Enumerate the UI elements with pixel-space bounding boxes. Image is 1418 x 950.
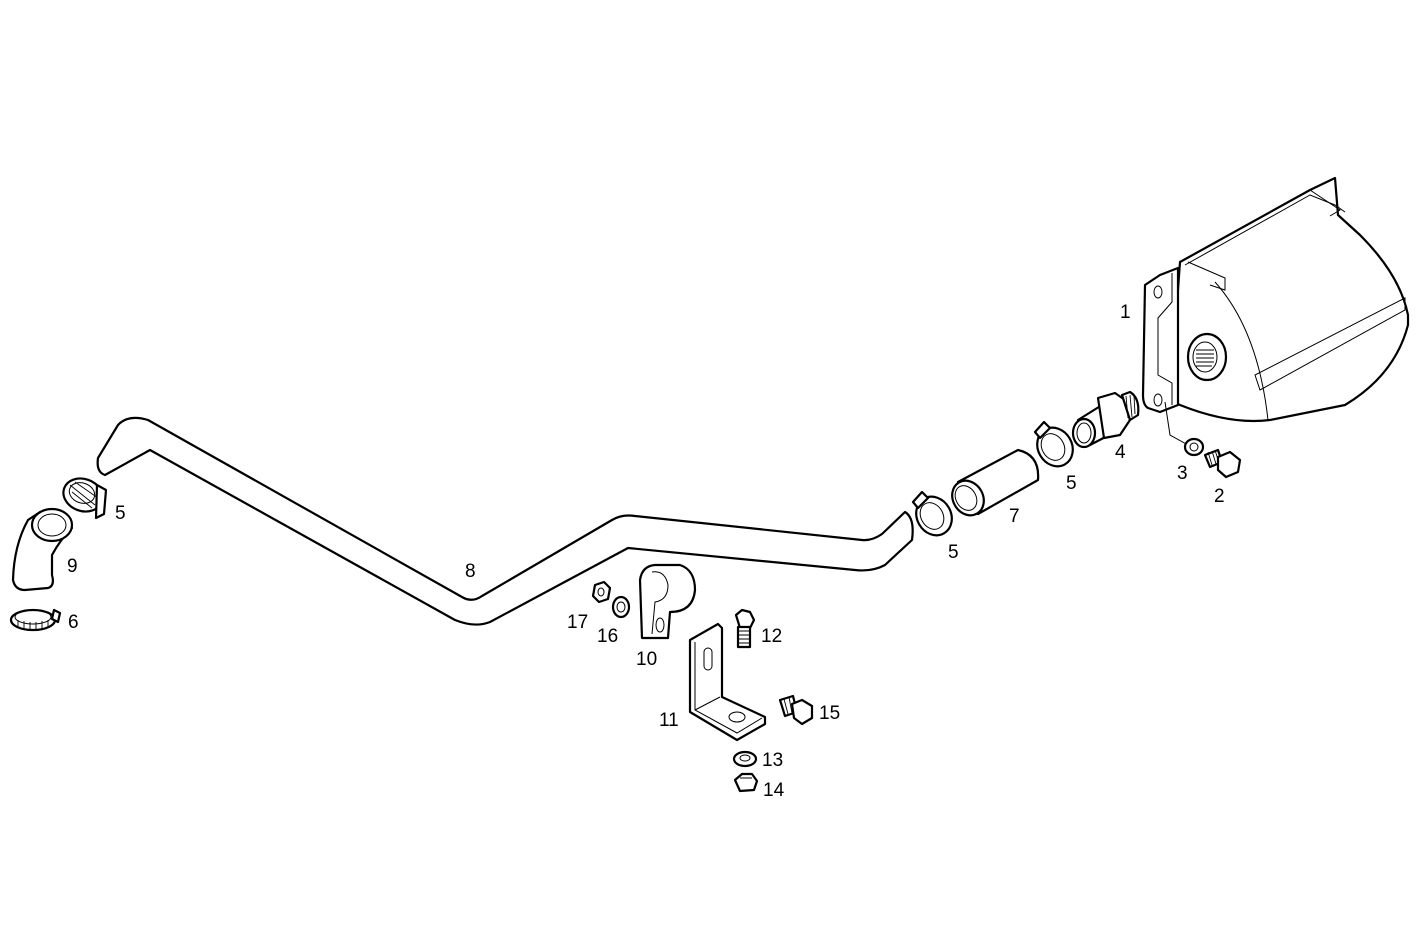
hose-sleeve-part-7[interactable]: [946, 448, 1040, 521]
washer-part-13[interactable]: [732, 750, 758, 768]
callout-14: 14: [763, 780, 785, 801]
hose-clamp-part-5a[interactable]: [1030, 420, 1079, 473]
nut-part-17[interactable]: [591, 580, 612, 604]
callout-16: 16: [597, 626, 619, 647]
callout-12: 12: [761, 626, 783, 647]
callout-3: 3: [1177, 463, 1188, 484]
washer-part-16[interactable]: [611, 595, 631, 619]
callout-4: 4: [1115, 442, 1126, 463]
hose-clamp-part-5c[interactable]: [59, 473, 108, 520]
callout-5c: 5: [115, 503, 126, 524]
callout-8: 8: [465, 561, 476, 582]
callout-1: 1: [1120, 302, 1131, 323]
fitting-part-4[interactable]: [1071, 390, 1140, 449]
bolt-part-15[interactable]: [778, 694, 814, 726]
callout-7: 7: [1009, 506, 1020, 527]
hose-clamp-part-5b[interactable]: [909, 490, 958, 542]
callout-17: 17: [567, 612, 589, 633]
hose-clamp-part-6[interactable]: [9, 608, 62, 632]
bolt-part-2[interactable]: [1203, 448, 1242, 479]
washer-part-3[interactable]: [1183, 437, 1205, 457]
elbow-hose-part-9[interactable]: [11, 507, 74, 592]
callout-15: 15: [819, 703, 841, 724]
formed-pipe-part-8[interactable]: [96, 416, 914, 626]
callout-9: 9: [67, 556, 78, 577]
callout-5a: 5: [1066, 473, 1077, 494]
callout-11: 11: [659, 710, 679, 731]
callout-10: 10: [636, 649, 658, 670]
nut-part-14[interactable]: [733, 772, 759, 793]
callout-5b: 5: [948, 542, 959, 563]
angle-bracket-part-11[interactable]: [688, 622, 767, 742]
callout-2: 2: [1214, 486, 1225, 507]
callout-13: 13: [762, 750, 784, 771]
bolt-part-12[interactable]: [734, 608, 756, 649]
pipe-clip-part-10[interactable]: [638, 563, 697, 640]
tank-housing-part-1[interactable]: [1141, 176, 1410, 446]
callout-6: 6: [68, 612, 79, 633]
